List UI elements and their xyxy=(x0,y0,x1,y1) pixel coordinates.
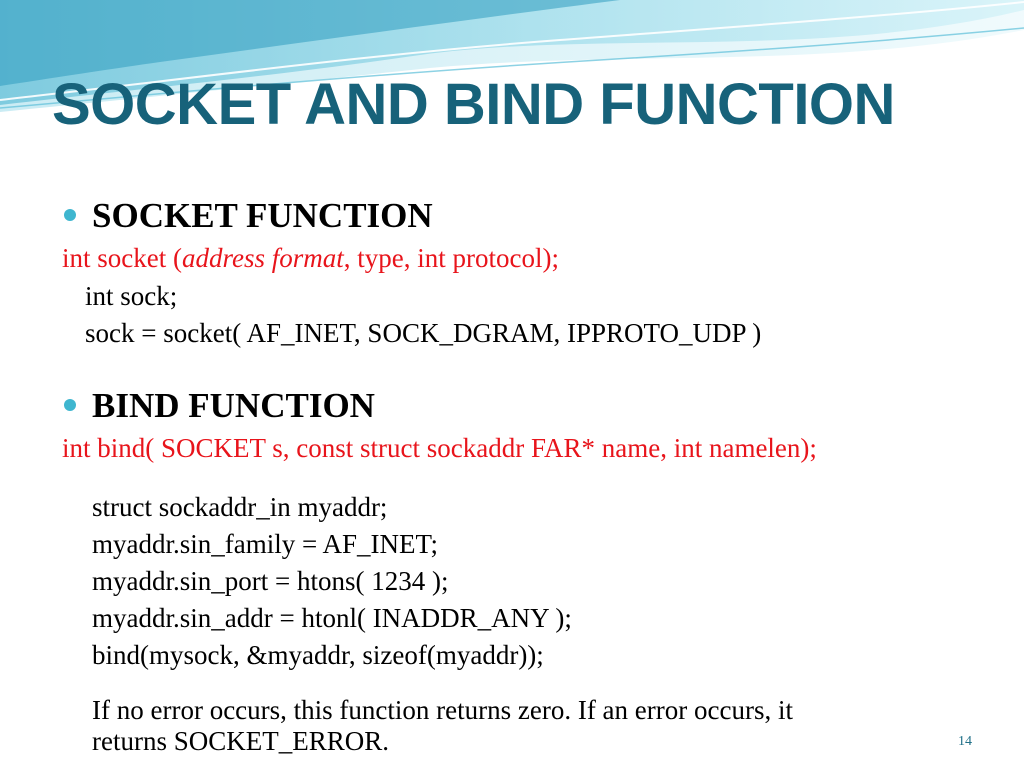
bind-code-line: myaddr.sin_port = htons( 1234 ); xyxy=(92,566,449,596)
socket-code-line: int sock; xyxy=(85,281,178,311)
slide-title: SOCKET AND BIND FUNCTION xyxy=(52,72,895,137)
bind-code-line: bind(mysock, &myaddr, sizeof(myaddr)); xyxy=(92,640,544,670)
socket-prototype-suffix: , type, int protocol); xyxy=(343,243,559,273)
socket-heading: SOCKET FUNCTION xyxy=(92,196,433,235)
bind-note-line: returns SOCKET_ERROR. xyxy=(92,726,389,756)
bullet-icon xyxy=(64,209,76,221)
socket-prototype-prefix: int socket ( xyxy=(62,243,182,273)
bind-code-line: myaddr.sin_family = AF_INET; xyxy=(92,529,438,559)
bind-heading: BIND FUNCTION xyxy=(92,386,375,425)
bullet-icon xyxy=(64,399,76,411)
header-wave-decoration xyxy=(0,0,1024,112)
bind-prototype: int bind( SOCKET s, const struct sockadd… xyxy=(62,433,817,463)
socket-prototype-italic: address format xyxy=(181,243,344,273)
socket-prototype: int socket (address format, type, int pr… xyxy=(62,245,559,272)
socket-code-line: sock = socket( AF_INET, SOCK_DGRAM, IPPR… xyxy=(85,318,762,348)
bind-note-line: If no error occurs, this function return… xyxy=(92,695,793,725)
bind-code-line: struct sockaddr_in myaddr; xyxy=(92,492,388,522)
page-number: 14 xyxy=(958,734,972,749)
bind-code-line: myaddr.sin_addr = htonl( INADDR_ANY ); xyxy=(92,603,572,633)
